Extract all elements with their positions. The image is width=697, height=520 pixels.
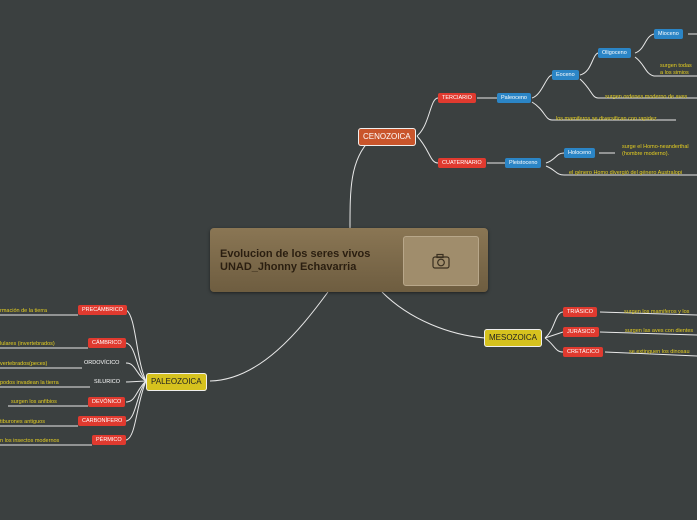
node-cambrico[interactable]: CÁMBRICO: [88, 338, 126, 348]
text-pleistoceno: el género Homo divergió del género Austr…: [569, 170, 683, 176]
node-ordovicico[interactable]: ORDOVÍCICO: [84, 360, 120, 366]
camera-icon: [432, 253, 450, 269]
branch-paleozoica[interactable]: PALEOZOICA: [146, 373, 207, 391]
node-terciario[interactable]: TERCIARIO: [438, 93, 476, 103]
node-devonico[interactable]: DEVÓNICO: [88, 397, 126, 407]
text-ordovicico: vertebrados(peces): [0, 361, 48, 367]
image-placeholder[interactable]: [403, 236, 479, 286]
text-cretacico: se extinguen los dinosau: [629, 349, 690, 355]
node-jurasico[interactable]: JURÁSICO: [563, 327, 599, 337]
text-devonico: surgen los anfibios: [11, 399, 57, 405]
node-pleistoceno[interactable]: Pleistoceno: [505, 158, 542, 168]
text-silurico: podos invadean la tierra: [0, 380, 59, 386]
node-paleoceno[interactable]: Paleoceno: [497, 93, 531, 103]
node-cuaternario[interactable]: CUATERNARIO: [438, 158, 486, 168]
node-mioceno[interactable]: Mioceno: [654, 29, 683, 39]
node-triasico[interactable]: TRIÁSICO: [563, 307, 597, 317]
text-paleoceno: los mamiferos se diversifican con rapide…: [556, 116, 657, 122]
node-cretacico[interactable]: CRETÁCICO: [563, 347, 604, 357]
node-eoceno[interactable]: Eoceno: [552, 70, 579, 80]
text-jurasico: surgen las aves con dientes: [625, 328, 694, 334]
text-eoceno: surgen ordenes moderno de aves: [605, 94, 688, 100]
node-precambrico[interactable]: PRECÁMBRICO: [78, 305, 127, 315]
node-permico[interactable]: PÉRMICO: [92, 435, 126, 445]
central-topic[interactable]: Evolucion de los seres vivos UNAD_Jhonny…: [210, 228, 488, 292]
node-oligoceno[interactable]: Oligoceno: [598, 48, 631, 58]
text-carbonifero: tiburones antiguos: [0, 419, 45, 425]
branch-mesozoica[interactable]: MESOZOICA: [484, 329, 543, 347]
node-silurico[interactable]: SILURICO: [94, 379, 120, 385]
central-title: Evolucion de los seres vivos UNAD_Jhonny…: [220, 248, 371, 273]
text-oligoceno: surgen todas a los simios: [660, 63, 692, 76]
node-carbonifero[interactable]: CARBONÍFERO: [78, 416, 127, 426]
text-cambrico: lulares (invertebrados): [0, 341, 55, 347]
text-precambrico: rmación de la tierra: [0, 308, 48, 314]
text-triasico: surgen los mamiferos y los: [624, 309, 690, 315]
branch-cenozoica[interactable]: CENOZOICA: [358, 128, 416, 146]
node-holoceno[interactable]: Holoceno: [564, 148, 596, 158]
text-holoceno: surge el Homo-neanderthal (hombre modern…: [622, 144, 689, 157]
text-permico: n los insectos modernos: [0, 438, 60, 444]
